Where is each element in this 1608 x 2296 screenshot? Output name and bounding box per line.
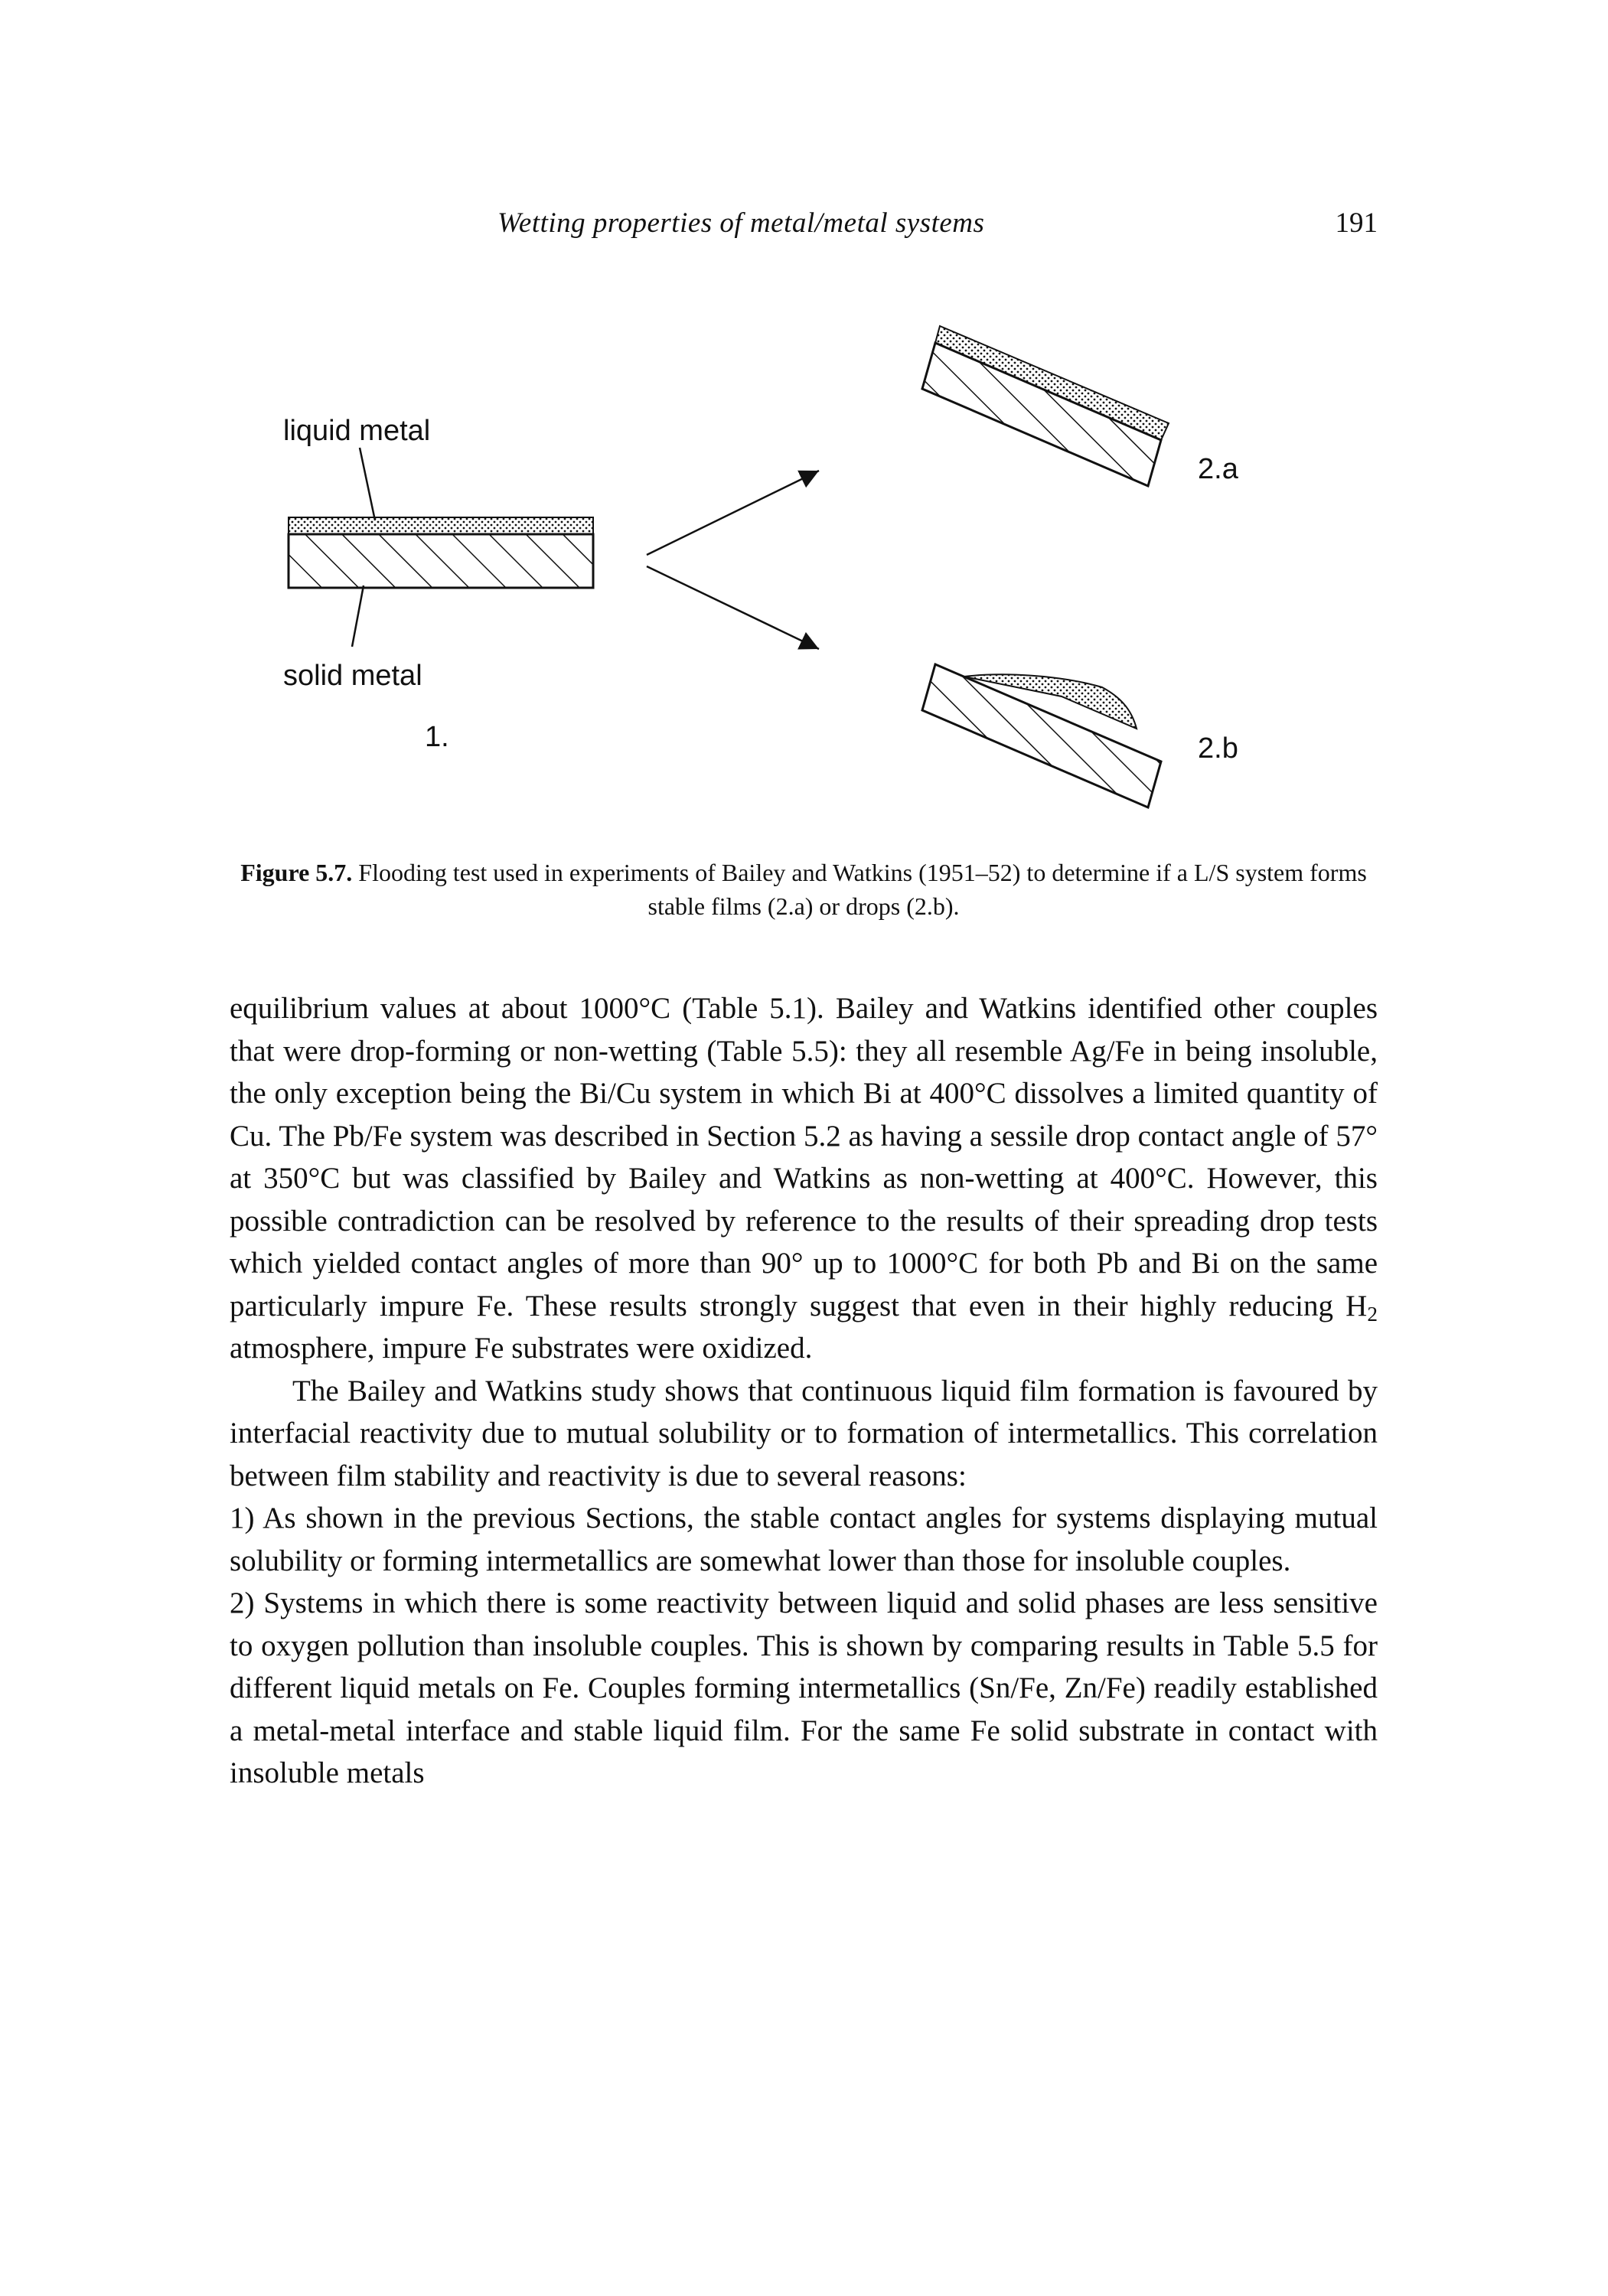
running-title: Wetting properties of metal/metal system…: [497, 207, 985, 239]
body-text: equilibrium values at about 1000°C (Tabl…: [230, 987, 1378, 1795]
page-number: 191: [1335, 207, 1378, 239]
figure-5-7: liquid metal solid metal 1. 2.a 2.b: [230, 276, 1378, 811]
solid-substrate-2b: [921, 662, 1163, 810]
page-header: Wetting properties of metal/metal system…: [230, 207, 1378, 253]
case-2a-tilted-plate: 2.a: [921, 325, 1239, 488]
paragraph-1-tail: atmosphere, impure Fe substrates were ox…: [230, 1332, 813, 1365]
flooding-test-diagram: liquid metal solid metal 1. 2.a 2.b: [283, 325, 1239, 810]
solid-metal-label: solid metal: [283, 660, 422, 692]
liquid-film-2a: [934, 325, 1170, 442]
case-1-label: 1.: [425, 721, 449, 753]
liquid-drop-2b: [964, 673, 1138, 730]
liquid-film-layer: [288, 517, 594, 535]
caption-label: Figure 5.7.: [240, 859, 353, 886]
liquid-metal-label: liquid metal: [283, 415, 430, 447]
solid-substrate: [287, 533, 595, 589]
arrow-to-2a: [646, 469, 820, 556]
case-2b-tilted-plate: 2.b: [921, 662, 1238, 810]
tilt-arrows: [646, 469, 820, 651]
figure-caption: Figure 5.7. Flooding test used in experi…: [230, 856, 1378, 923]
h2-subscript: 2: [1367, 1302, 1378, 1326]
arrow-to-2b: [646, 565, 820, 651]
list-item-2: 2) Systems in which there is some reacti…: [230, 1587, 1378, 1789]
case-2b-label: 2.b: [1198, 732, 1238, 765]
paragraph-2: The Bailey and Watkins study shows that …: [230, 1374, 1378, 1492]
case-2a-label: 2.a: [1198, 453, 1239, 485]
paragraph-1: equilibrium values at about 1000°C (Tabl…: [230, 987, 1378, 1370]
case-1-horizontal-plate: liquid metal solid metal 1.: [283, 415, 595, 753]
paragraph-1-text: equilibrium values at about 1000°C (Tabl…: [230, 992, 1378, 1322]
solid-metal-leader: [351, 585, 365, 647]
caption-text: Flooding test used in experiments of Bai…: [358, 859, 1367, 920]
liquid-metal-leader: [358, 447, 377, 521]
list-item-1: 1) As shown in the previous Sections, th…: [230, 1502, 1378, 1577]
